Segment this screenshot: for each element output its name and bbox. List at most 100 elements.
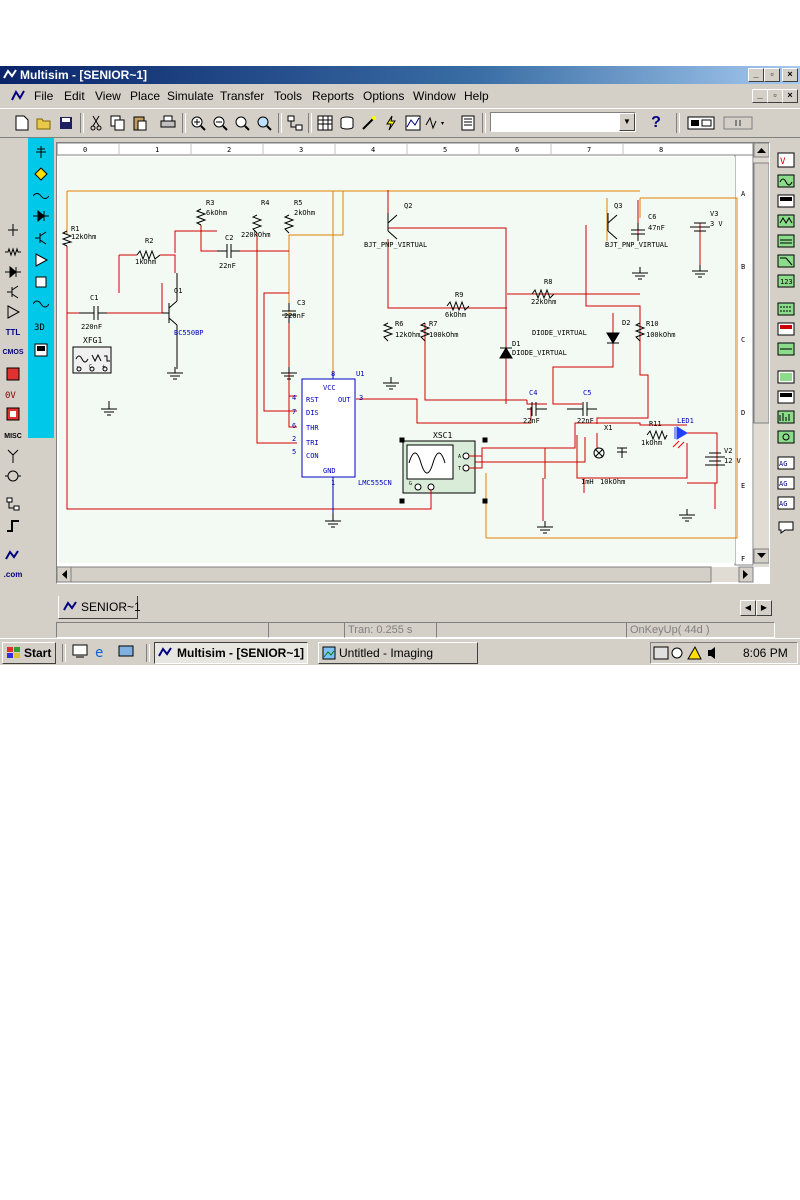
four-channel-oscilloscope-icon[interactable] [777,234,797,250]
instrument-panel-icon[interactable] [686,113,716,133]
virtual-measure-icon[interactable] [31,342,51,358]
close-button[interactable]: × [782,68,798,82]
virtual-analog-icon[interactable] [31,252,51,268]
xsc-terminal-t[interactable] [462,464,470,472]
selection-handle[interactable] [482,498,488,504]
analog-icon[interactable] [3,304,23,320]
diode-d1[interactable] [499,347,513,359]
resistor-r7[interactable] [419,322,431,342]
multimeter-icon[interactable]: V [777,152,797,168]
resistor-r8[interactable] [531,288,555,300]
tab-senior[interactable]: SENIOR~1 [58,596,141,619]
resistor-r1[interactable] [61,230,73,247]
misc-icon[interactable]: MISC [4,432,22,440]
menu-options[interactable]: Options [363,89,405,103]
virtual-misc-icon[interactable] [31,274,51,290]
virtual-source-icon[interactable] [31,144,51,160]
capacitor-c2[interactable] [217,244,240,258]
virtual-transistor-icon[interactable] [31,230,51,246]
ttl-icon[interactable]: TTL [5,327,21,337]
start-button[interactable]: Start [2,642,56,664]
wire-icon[interactable] [3,518,23,534]
resistor-r3[interactable] [195,208,207,226]
outlook-icon[interactable] [118,644,136,660]
cmos-icon[interactable]: CMOS [2,348,24,356]
indicator-icon[interactable] [3,406,23,422]
cut-icon[interactable] [86,113,106,133]
horizontal-scroll-thumb[interactable] [70,566,712,583]
multisim-logo-icon[interactable] [3,548,23,564]
zoom-out-icon[interactable] [210,113,230,133]
resistor-r4[interactable] [251,214,263,234]
menu-view[interactable]: View [95,89,121,103]
xfg-terminal[interactable] [102,366,108,372]
desktop-icon[interactable] [72,644,90,660]
function-generator-xfg1[interactable] [72,346,112,374]
menu-file[interactable]: File [34,89,54,103]
misc-digital-icon[interactable] [3,366,23,382]
browser-icon[interactable]: e [94,644,112,661]
rf-icon[interactable] [3,448,23,464]
measurement-probe-icon[interactable] [777,520,797,536]
virtual-signal-icon[interactable] [31,188,51,204]
child-minimize-button[interactable]: _ [752,89,768,103]
word-generator-icon[interactable] [777,302,797,318]
transistor-q3[interactable] [607,213,618,240]
menu-reports[interactable]: Reports [312,89,355,103]
selection-handle[interactable] [399,437,405,443]
transistor-q1[interactable] [162,273,178,369]
menu-transfer[interactable]: Transfer [220,89,265,103]
capacitor-c1[interactable] [79,306,107,320]
selection-handle[interactable] [482,437,488,443]
diode-icon[interactable] [3,264,23,280]
task-multisim[interactable]: Multisim - [SENIOR~1] [154,642,308,664]
spectrum-analyzer-icon[interactable] [777,410,797,426]
frequency-counter-icon[interactable]: 123 [777,274,797,290]
xsc-terminal-b2[interactable] [427,483,435,491]
menu-simulate[interactable]: Simulate [167,89,214,103]
agilent-multimeter-icon[interactable]: AG [777,476,797,492]
source-icon[interactable] [3,222,23,238]
save-icon[interactable] [56,113,76,133]
virtual-rated-icon[interactable] [31,296,51,312]
diode-d2[interactable] [606,332,620,344]
database-icon[interactable] [337,113,357,133]
task-imaging[interactable]: Untitled - Imaging [318,642,478,664]
menu-edit[interactable]: Edit [64,89,85,103]
hierarchy-icon[interactable] [285,113,305,133]
virtual-meter-icon[interactable] [31,166,51,182]
vertical-scroll-thumb[interactable] [753,162,770,424]
capacitor-c6[interactable] [631,223,645,241]
bode-plotter-icon[interactable] [777,254,797,270]
inductor[interactable] [617,447,627,458]
xsc-terminal-b1[interactable] [414,483,422,491]
menu-help[interactable]: Help [464,89,489,103]
transistor-q2[interactable] [387,213,398,240]
distortion-analyzer-icon[interactable] [777,390,797,406]
child-restore-button[interactable]: ▫ [767,89,783,103]
postprocessor-icon[interactable] [458,113,478,133]
resistor-r11[interactable] [646,429,668,441]
basic-icon[interactable] [3,244,23,260]
resistor-r9[interactable] [446,300,470,312]
logic-converter-icon[interactable] [777,342,797,358]
help-button[interactable]: ? [646,113,666,133]
mixed-icon[interactable]: 0V [3,386,23,402]
electromech-icon[interactable] [3,468,23,484]
simulate-icon[interactable] [381,113,401,133]
resistor-r6[interactable] [382,322,394,342]
print-icon[interactable] [158,113,178,133]
minimize-button[interactable]: _ [748,68,764,82]
agilent-function-generator-icon[interactable]: AG [777,456,797,472]
oscilloscope-icon[interactable] [777,214,797,230]
in-use-list-combo[interactable]: ▼ [490,112,636,132]
restore-button[interactable]: ▫ [764,68,780,82]
copy-icon[interactable] [108,113,128,133]
selection-handle[interactable] [399,498,405,504]
agilent-oscilloscope-icon[interactable]: AG [777,496,797,512]
xfg-terminal[interactable] [76,366,82,372]
menu-place[interactable]: Place [130,89,161,103]
new-file-icon[interactable] [12,113,32,133]
